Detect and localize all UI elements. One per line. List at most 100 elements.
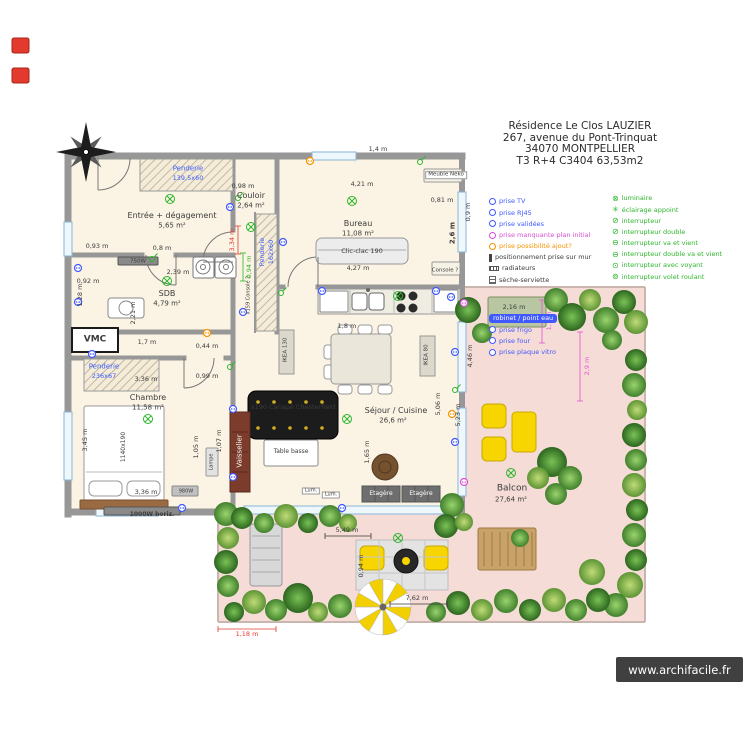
washer-drum-center[interactable]: [223, 264, 229, 270]
plant[interactable]: [624, 310, 648, 334]
stove-burner[interactable]: [396, 303, 406, 313]
dining-chair[interactable]: [357, 384, 373, 395]
kitchen-appliance[interactable]: [319, 290, 349, 313]
outlet-symbol[interactable]: [305, 156, 315, 166]
plant[interactable]: [298, 513, 318, 533]
lamp[interactable]: [205, 447, 219, 477]
plant[interactable]: [542, 588, 566, 612]
outlet-symbol[interactable]: [228, 472, 238, 482]
plant[interactable]: [339, 514, 357, 532]
outlet-symbol[interactable]: [459, 477, 469, 487]
plant[interactable]: [622, 523, 646, 547]
outlet-symbol[interactable]: [450, 347, 460, 357]
plant[interactable]: [265, 599, 287, 621]
plant[interactable]: [625, 549, 647, 571]
garden-table[interactable]: [511, 411, 537, 453]
dining-chair[interactable]: [377, 384, 393, 395]
dining-table[interactable]: [330, 333, 392, 385]
pillow[interactable]: [126, 480, 161, 497]
table-decor[interactable]: [402, 557, 410, 565]
sdb-sink[interactable]: [107, 297, 145, 319]
radiator-750w[interactable]: [117, 256, 159, 266]
plant[interactable]: [426, 602, 446, 622]
shelf-etagere[interactable]: [401, 485, 441, 503]
sofa-button[interactable]: [288, 426, 292, 430]
plant[interactable]: [455, 513, 473, 531]
plant[interactable]: [519, 599, 541, 621]
sofa-button[interactable]: [304, 426, 308, 430]
outlet-symbol[interactable]: [459, 298, 469, 308]
plant[interactable]: [604, 593, 628, 617]
outlet-symbol[interactable]: [228, 404, 238, 414]
switch-symbol[interactable]: [278, 287, 287, 296]
sofa-button[interactable]: [272, 426, 276, 430]
plant[interactable]: [440, 493, 464, 517]
pouf[interactable]: [371, 453, 399, 481]
plant[interactable]: [593, 307, 619, 333]
outlet-symbol[interactable]: [87, 349, 97, 359]
plant[interactable]: [283, 583, 313, 613]
switch-symbol[interactable]: [149, 253, 158, 262]
sofa-button[interactable]: [320, 426, 324, 430]
plant[interactable]: [217, 527, 239, 549]
switch-symbol[interactable]: [227, 361, 236, 370]
console-table[interactable]: [431, 261, 461, 276]
luminaire-symbol[interactable]: [393, 533, 403, 543]
plant[interactable]: [545, 483, 567, 505]
washer-drum[interactable]: [195, 259, 211, 275]
plant[interactable]: [625, 349, 647, 371]
plant[interactable]: [627, 400, 647, 420]
sdb-sink-bowl[interactable]: [118, 300, 134, 316]
plant[interactable]: [471, 599, 493, 621]
sofa-button[interactable]: [288, 400, 292, 404]
outlet-symbol[interactable]: [337, 503, 347, 513]
outlet-symbol[interactable]: [278, 237, 288, 247]
plant[interactable]: [612, 290, 636, 314]
plant[interactable]: [558, 466, 582, 490]
luminaire-symbol[interactable]: [506, 468, 516, 478]
luminaire-symbol[interactable]: [246, 222, 256, 232]
sofa-button[interactable]: [320, 400, 324, 404]
plant[interactable]: [558, 303, 586, 331]
outlet-symbol[interactable]: [450, 437, 460, 447]
sofa-button[interactable]: [272, 400, 276, 404]
luminaire-symbol[interactable]: [342, 414, 352, 424]
plant[interactable]: [565, 599, 587, 621]
switch-symbol[interactable]: [235, 192, 244, 201]
clic-clac-sofa[interactable]: [315, 237, 409, 265]
outlet-symbol[interactable]: [317, 286, 327, 296]
plant[interactable]: [586, 588, 610, 612]
outlet-symbol[interactable]: [446, 292, 456, 302]
outlet-symbol[interactable]: [177, 503, 187, 513]
sofa-button[interactable]: [304, 400, 308, 404]
plant[interactable]: [579, 289, 601, 311]
plant[interactable]: [231, 507, 253, 529]
washer-drum[interactable]: [218, 259, 234, 275]
radiator-980w[interactable]: [171, 485, 199, 497]
plant[interactable]: [622, 423, 646, 447]
watermark-link[interactable]: www.archifacile.fr: [616, 657, 743, 682]
pouf-detail[interactable]: [378, 460, 392, 474]
kitchen-sink-bowl[interactable]: [368, 292, 385, 311]
shelf-ikea-130[interactable]: [278, 329, 295, 375]
plant[interactable]: [622, 473, 646, 497]
plant[interactable]: [622, 373, 646, 397]
washer-drum-center[interactable]: [200, 264, 206, 270]
garden-chair[interactable]: [481, 403, 507, 429]
luminaire-symbol[interactable]: [393, 291, 403, 301]
parasol[interactable]: [354, 578, 412, 636]
plant[interactable]: [224, 602, 244, 622]
plant[interactable]: [511, 529, 529, 547]
plant[interactable]: [319, 505, 341, 527]
luminaire-symbol[interactable]: [162, 276, 172, 286]
outlet-symbol[interactable]: [447, 409, 457, 419]
luminaire-symbol[interactable]: [165, 194, 175, 204]
plant[interactable]: [328, 594, 352, 618]
sofa-button[interactable]: [256, 426, 260, 430]
plant[interactable]: [254, 513, 274, 533]
plant[interactable]: [472, 323, 492, 343]
luminaire-symbol[interactable]: [143, 414, 153, 424]
plant[interactable]: [626, 499, 648, 521]
garden-chair[interactable]: [359, 545, 385, 571]
shelf-ikea-80[interactable]: [419, 335, 436, 377]
